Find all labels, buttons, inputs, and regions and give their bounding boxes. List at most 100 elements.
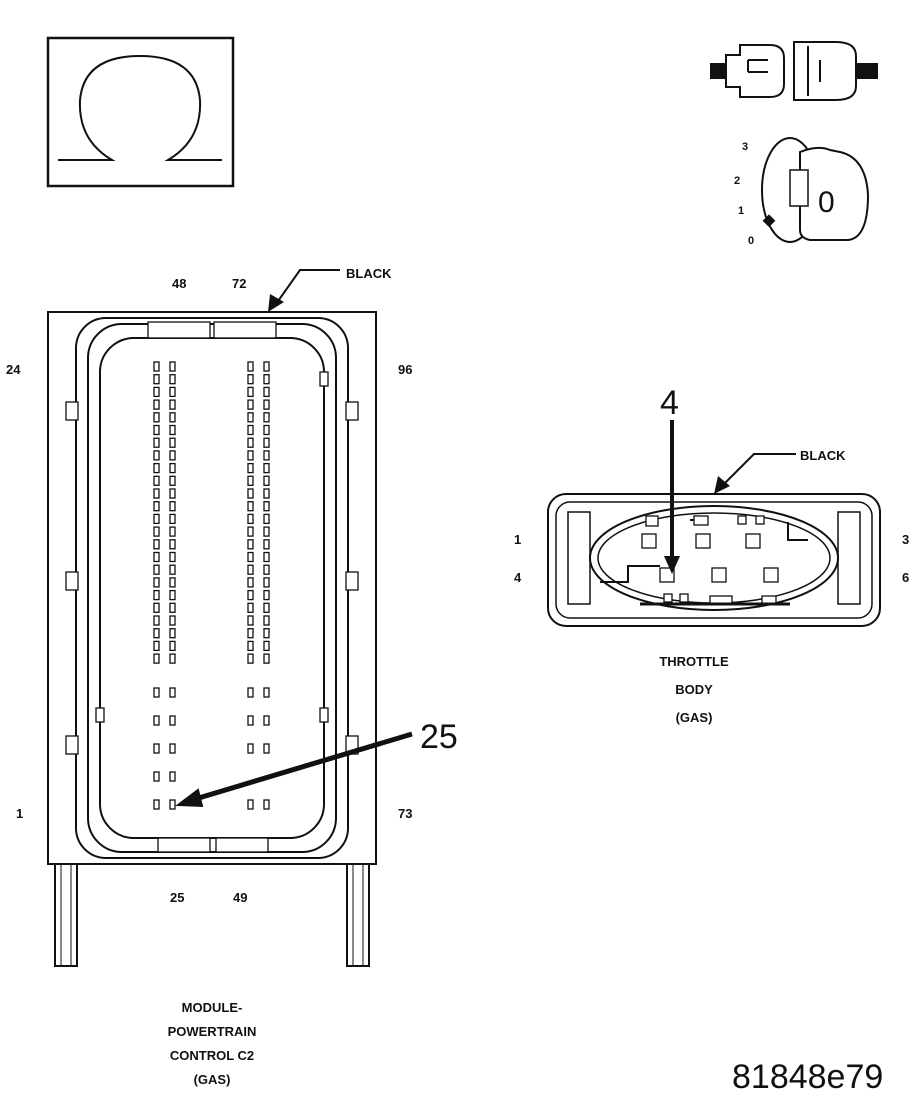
pin-cavity (247, 687, 254, 698)
pin-label-49: 49 (233, 890, 247, 905)
pcm-connector: 48 72 24 96 1 73 25 49 BLACK 25 MODULE- … (6, 266, 458, 1087)
pin-cavity (169, 361, 176, 372)
pin-cavity (153, 437, 160, 448)
pin-cavity (153, 615, 160, 626)
pin-cavity (153, 687, 160, 698)
pin-cavity (153, 501, 160, 512)
throttle-color-label: BLACK (800, 448, 846, 463)
pin-cavity (263, 374, 270, 385)
pin-cavity (169, 526, 176, 537)
pin-cavity (153, 462, 160, 474)
pin-cavity (263, 386, 270, 398)
ignition-switch-icon: 0 3 2 1 0 (734, 137, 870, 247)
pin-cavity (247, 513, 254, 525)
pin-cavity (263, 412, 270, 423)
pin-cavity (247, 501, 254, 512)
ohmmeter-icon (46, 36, 235, 188)
pin-cavity (247, 450, 254, 461)
pin-cavity (263, 501, 270, 512)
throttle-caption-line-2: BODY (675, 682, 713, 697)
pin-cavity (169, 475, 176, 486)
throttle-callout-pin: 4 (660, 384, 679, 422)
position-2-label: 2 (734, 175, 740, 187)
position-3-label: 3 (742, 141, 748, 153)
tb-pin-label-4: 4 (514, 570, 522, 585)
pin-cavity (153, 526, 160, 537)
pin-cavity (263, 564, 270, 575)
pcm-callout-pin: 25 (420, 718, 458, 756)
pin-cavity (153, 799, 160, 810)
pin-cavity (169, 687, 176, 698)
pin-cavity (263, 437, 270, 448)
pin-label-48: 48 (172, 276, 186, 291)
pin-cavity (263, 628, 270, 639)
pin-cavity (247, 615, 254, 626)
pin-cavity (263, 424, 270, 436)
pin-label-72: 72 (232, 276, 246, 291)
pin-cavity (263, 462, 270, 474)
pin-cavity (153, 653, 160, 664)
pin-cavity (169, 602, 176, 613)
figure-id: 81848e79 (732, 1058, 883, 1096)
pin-cavity (153, 513, 160, 525)
pin-cavity (247, 361, 254, 372)
pin-label-1: 1 (16, 806, 23, 821)
pin-cavity (153, 589, 160, 601)
pin-cavity (247, 577, 254, 588)
pin-cavity (247, 374, 254, 385)
pin-cavity (169, 424, 176, 436)
pin-cavity (247, 589, 254, 601)
pin-cavity (169, 437, 176, 448)
pin-cavity (153, 361, 160, 372)
pin-cavity (263, 640, 270, 652)
pin-cavity (247, 526, 254, 537)
pcm-pin-grid (153, 361, 270, 810)
throttle-caption-line-3: (GAS) (676, 710, 713, 725)
pin-cavity (263, 551, 270, 563)
pin-cavity (169, 412, 176, 423)
pin-cavity (169, 628, 176, 639)
pin-cavity (153, 475, 160, 486)
pin-cavity (247, 412, 254, 423)
pin-cavity (263, 361, 270, 372)
pin-cavity (153, 771, 160, 782)
pin-cavity (263, 488, 270, 499)
pcm-color-label: BLACK (346, 266, 392, 281)
pin-cavity (247, 424, 254, 436)
pin-cavity (263, 450, 270, 461)
pin-cavity (263, 799, 270, 810)
pin-cavity (263, 743, 270, 754)
pin-label-96: 96 (398, 362, 412, 377)
pin-cavity (169, 374, 176, 385)
pin-cavity (169, 399, 176, 410)
pin-cavity (153, 424, 160, 436)
pin-cavity (263, 602, 270, 613)
key-position-label: 0 (818, 186, 835, 219)
position-1-label: 1 (738, 205, 744, 217)
pcm-caption-line-2: POWERTRAIN (168, 1024, 257, 1039)
pin-cavity (247, 628, 254, 639)
pin-cavity (247, 564, 254, 575)
pin-cavity (153, 551, 160, 563)
pin-cavity (153, 743, 160, 754)
pin-label-73: 73 (398, 806, 412, 821)
pin-cavity (169, 462, 176, 474)
pin-cavity (169, 501, 176, 512)
tb-pin-label-3: 3 (902, 532, 909, 547)
pin-cavity (169, 551, 176, 563)
pin-cavity (153, 412, 160, 423)
pin-cavity (247, 462, 254, 474)
pin-label-25: 25 (170, 890, 184, 905)
pin-cavity (169, 488, 176, 499)
pin-cavity (247, 602, 254, 613)
pcm-caption-line-1: MODULE- (182, 1000, 243, 1015)
tb-pin-label-6: 6 (902, 570, 909, 585)
pin-cavity (263, 399, 270, 410)
pin-cavity (247, 399, 254, 410)
position-0-label: 0 (748, 235, 754, 247)
pin-cavity (153, 399, 160, 410)
pin-cavity (169, 450, 176, 461)
pin-cavity (169, 653, 176, 664)
pin-cavity (247, 653, 254, 664)
